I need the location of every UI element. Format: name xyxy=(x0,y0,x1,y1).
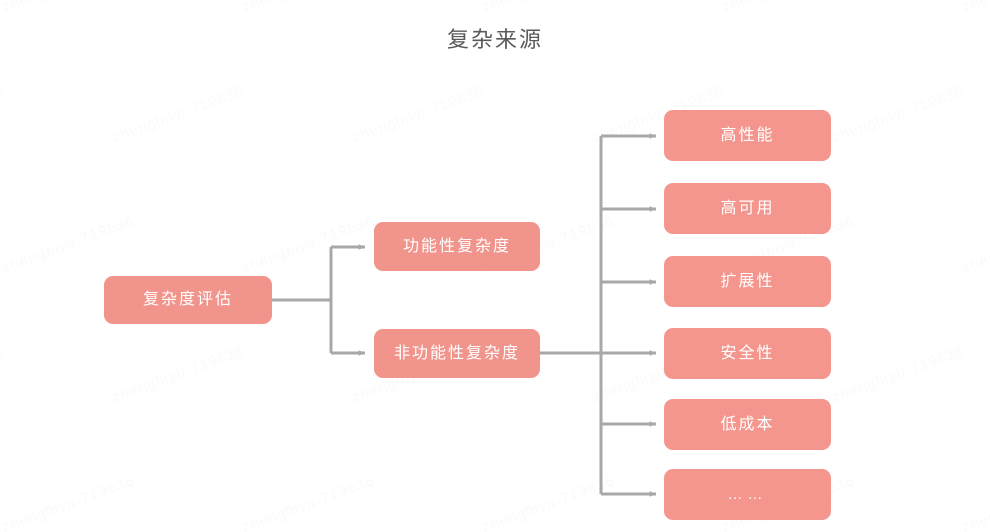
node-root-label: 复杂度评估 xyxy=(142,291,233,308)
page-title: 复杂来源 xyxy=(446,27,543,52)
node-leaf-availability-label: 高可用 xyxy=(720,199,775,217)
node-root[interactable]: 复杂度评估 xyxy=(104,276,272,324)
node-leaf-performance[interactable]: 高性能 xyxy=(664,110,831,161)
node-leaf-more[interactable]: …… xyxy=(664,469,831,520)
node-leaf-scalability[interactable]: 扩展性 xyxy=(664,256,831,307)
node-leaf-availability[interactable]: 高可用 xyxy=(664,183,831,234)
connector-branch-to-leaves xyxy=(540,133,657,497)
node-leaf-low-cost-label: 低成本 xyxy=(720,415,775,433)
node-branch-functional-label: 功能性复杂度 xyxy=(402,237,511,255)
node-leaf-more-label: …… xyxy=(727,486,768,503)
node-branch-nonfunctional-label: 非功能性复杂度 xyxy=(393,344,520,362)
node-branch-functional[interactable]: 功能性复杂度 xyxy=(374,222,540,271)
node-leaf-security-label: 安全性 xyxy=(720,344,775,362)
node-branch-nonfunctional[interactable]: 非功能性复杂度 xyxy=(374,329,540,378)
node-leaf-low-cost[interactable]: 低成本 xyxy=(664,399,831,450)
connector-root-to-branches xyxy=(272,244,366,356)
node-leaf-security[interactable]: 安全性 xyxy=(664,328,831,379)
node-leaf-scalability-label: 扩展性 xyxy=(720,272,775,290)
node-leaf-performance-label: 高性能 xyxy=(720,126,775,144)
